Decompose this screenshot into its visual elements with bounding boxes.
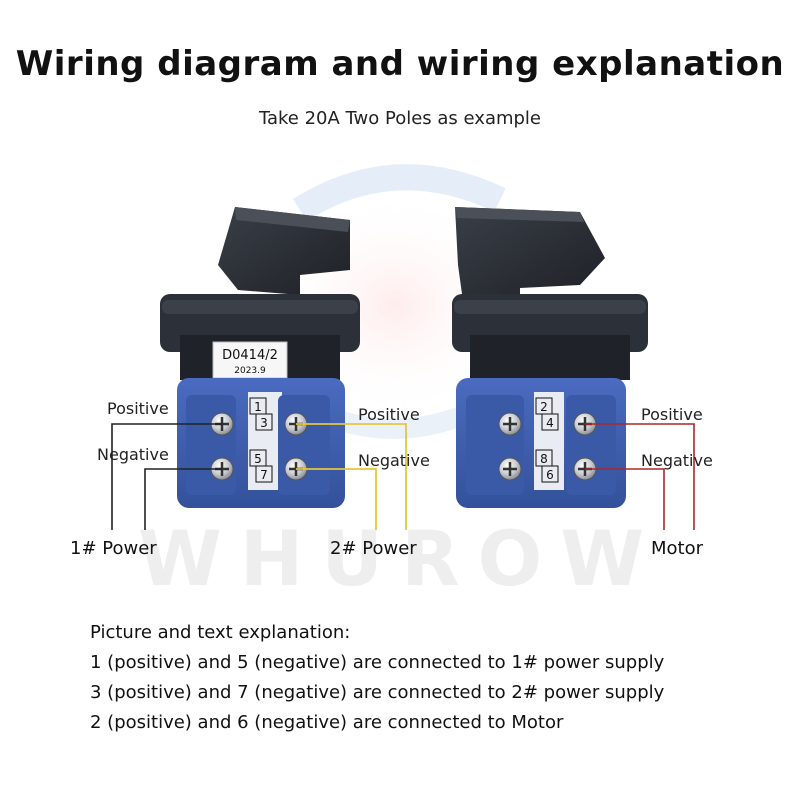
wire-mid-positive — [296, 423, 407, 530]
screw-icon — [498, 457, 522, 481]
label-left-positive: Positive — [107, 399, 169, 418]
label-power-2: 2# Power — [330, 538, 417, 559]
page-title: Wiring diagram and wiring explanation — [15, 44, 785, 84]
terminal-7: 7 — [260, 468, 268, 482]
label-mid-negative: Negative — [358, 451, 430, 470]
terminal-2: 2 — [540, 400, 548, 414]
terminal-8: 8 — [540, 452, 548, 466]
wire-left-positive — [111, 423, 222, 530]
label-mid-positive: Positive — [358, 405, 420, 424]
label-power-1: 1# Power — [70, 538, 157, 559]
model-number: D0414/2 — [222, 348, 278, 363]
explanation-heading: Picture and text explanation: — [90, 622, 351, 643]
explanation-line: 3 (positive) and 7 (negative) are connec… — [90, 682, 665, 703]
wire-mid-negative — [296, 468, 377, 530]
terminal-3: 3 — [260, 416, 268, 430]
watermark-text: WHUROW — [138, 514, 662, 603]
explanation-line: 2 (positive) and 6 (negative) are connec… — [90, 712, 564, 733]
label-right-positive: Positive — [641, 405, 703, 424]
label-motor: Motor — [651, 538, 704, 559]
page-subtitle: Take 20A Two Poles as example — [258, 108, 542, 129]
wire-left-negative — [144, 468, 222, 530]
label-left-negative: Negative — [97, 445, 169, 464]
screw-icon — [498, 412, 522, 436]
terminal-1: 1 — [254, 400, 262, 414]
explanation-line: 1 (positive) and 5 (negative) are connec… — [90, 652, 665, 673]
wire-right-negative — [585, 468, 665, 530]
label-right-negative: Negative — [641, 451, 713, 470]
terminal-4: 4 — [546, 416, 554, 430]
explanation-block: Picture and text explanation: 1 (positiv… — [90, 618, 790, 738]
left-switch: D0414/2 2023.9 1 3 5 7 — [160, 207, 360, 508]
right-switch: 2 4 8 6 — [452, 207, 648, 508]
terminal-5: 5 — [254, 452, 262, 466]
model-date: 2023.9 — [234, 366, 266, 376]
terminal-6: 6 — [546, 468, 554, 482]
wire-right-positive — [585, 423, 695, 530]
